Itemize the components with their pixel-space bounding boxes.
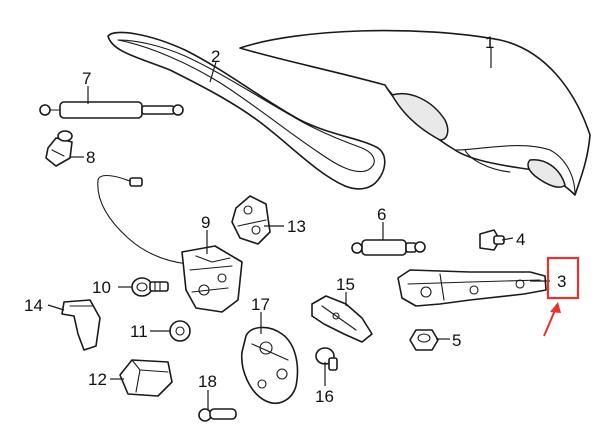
callout-2: 2: [211, 47, 220, 66]
leader-lines: [47, 48, 550, 410]
part-hinge: [397, 269, 547, 307]
part-bumper-stop: [45, 130, 73, 167]
highlight-arrow-line: [543, 307, 557, 337]
part-seal: [107, 31, 386, 190]
part-trunk-lid: [239, 29, 591, 196]
callout-13: 13: [287, 217, 306, 236]
leader-14: [47, 304, 65, 311]
part-guide-bracket: [311, 295, 373, 343]
part-switch-housing: [119, 359, 173, 397]
part-short-strut: [351, 239, 426, 256]
callout-15: 15: [336, 275, 355, 294]
callout-1: 1: [485, 33, 494, 52]
part-release-cable: [97, 174, 189, 265]
callout-6: 6: [377, 205, 386, 224]
callout-16: 16: [315, 387, 334, 406]
callout-10: 10: [92, 278, 111, 297]
part-latch: [181, 245, 243, 313]
callout-17: 17: [251, 295, 270, 314]
part-washer: [169, 320, 191, 342]
part-pin: [315, 347, 338, 371]
callout-12: 12: [88, 370, 107, 389]
callout-9: 9: [201, 213, 210, 232]
callout-18: 18: [198, 372, 217, 391]
callout-5: 5: [452, 331, 461, 350]
part-nut: [409, 329, 439, 351]
part-bolt: [131, 277, 169, 297]
callout-4: 4: [516, 230, 525, 249]
part-latch-bracket: [231, 195, 271, 245]
part-latch-actuator: [240, 326, 299, 404]
part-hinge-bolt: [479, 229, 505, 251]
highlight-box: [546, 256, 580, 300]
callout-11: 11: [130, 322, 148, 341]
leader-4: [501, 237, 514, 241]
highlight-arrow-head: [550, 302, 561, 313]
part-long-strut: [39, 101, 184, 119]
highlight-callout-3: [543, 256, 580, 337]
part-handle-bracket: [61, 299, 101, 351]
part-screw: [198, 408, 237, 422]
callout-8: 8: [86, 148, 95, 167]
callout-labels: 1 2 3 4 5 6 7 8 9 10 11 12 13 14 15 16 1…: [24, 33, 566, 406]
callout-14: 14: [24, 296, 43, 315]
leader-2: [209, 61, 217, 83]
callout-3: 3: [557, 272, 566, 291]
callout-7: 7: [82, 69, 91, 88]
